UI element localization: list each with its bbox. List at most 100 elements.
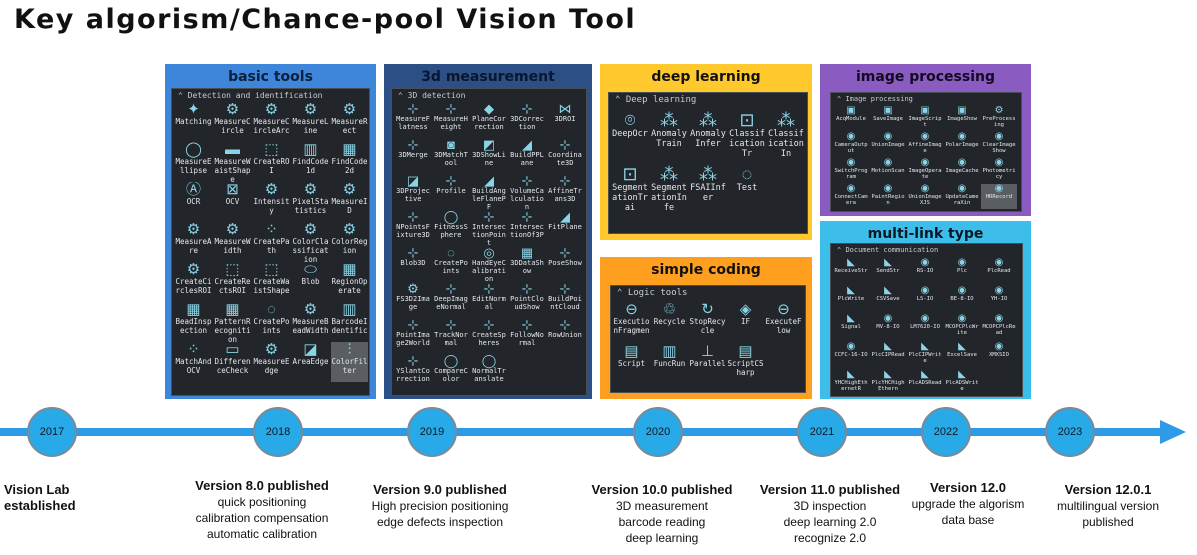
tool-item[interactable]: ⊥Parallel	[689, 344, 726, 384]
tool-item[interactable]: ⋈3DROI	[547, 102, 583, 138]
tool-item[interactable]: ⁘MatchAndOCV	[175, 342, 212, 382]
tool-item[interactable]: ◉Plc	[944, 258, 980, 285]
tool-item[interactable]: ◉CCFC-16-IO	[833, 342, 869, 369]
tool-item[interactable]: ◣CSVSave	[870, 286, 906, 313]
tool-item[interactable]: ⚙MeasureID	[331, 182, 368, 222]
tool-item[interactable]: ◉MotionScan	[870, 158, 906, 183]
tool-item[interactable]: ⊹Profile	[433, 174, 469, 210]
tool-item[interactable]: ▦PatternRecognition	[214, 302, 251, 342]
tool-item[interactable]: ◌Test	[728, 165, 766, 217]
tool-item[interactable]: ⊹VolumeCalculation	[509, 174, 545, 210]
tool-item[interactable]: ⌾DeepOcr	[611, 111, 649, 163]
tool-item[interactable]: ◎HandEyeCalibration	[471, 246, 507, 282]
tool-item[interactable]: ◉LM7620-IO	[907, 314, 943, 341]
tool-item[interactable]: ⚙MeasureRect	[331, 102, 368, 142]
tool-item[interactable]: ◣PlcCIPWrite	[907, 342, 943, 369]
tool-item[interactable]: ⊹DeepImageNormal	[433, 282, 469, 318]
tool-item[interactable]: ◉ImageCache	[944, 158, 980, 183]
tool-item[interactable]: ◉AffineImage	[907, 132, 943, 157]
tool-item[interactable]: ⊹3DMerge	[395, 138, 431, 174]
tool-item[interactable]: ▥BarcodeIdentific	[331, 302, 368, 342]
tool-item[interactable]: ⚙FS3D2Image	[395, 282, 431, 318]
tool-item[interactable]: ◣PlcWrite	[833, 286, 869, 313]
tool-item[interactable]: ▣ImageShow	[944, 106, 980, 131]
tool-item[interactable]: ⚙MeasureBeadWidth	[292, 302, 329, 342]
tool-item[interactable]: ⊹YSlantCorrection	[395, 354, 431, 390]
tool-item[interactable]: ⚙CreateCirclesROI	[175, 262, 212, 302]
tool-item[interactable]: ⊡SegmentationTrai	[611, 165, 649, 217]
tool-item[interactable]: ◉Photometricy	[981, 158, 1017, 183]
tool-item[interactable]: ⁂AnomalyInfer	[689, 111, 727, 163]
tool-item[interactable]: ⚙PixelStatistics	[292, 182, 329, 222]
tool-item[interactable]: ⊖ExecuteFlow	[765, 302, 802, 342]
tool-item[interactable]: ◣Signal	[833, 314, 869, 341]
tool-item[interactable]: ◣PlcADSRead	[907, 370, 943, 396]
tool-item[interactable]: ⊠OCV	[214, 182, 251, 222]
tool-item[interactable]: ◣ExcelSave	[944, 342, 980, 369]
tool-item[interactable]: ◉HRRecord	[981, 184, 1017, 209]
tool-item[interactable]: ◢BuildPPLane	[509, 138, 545, 174]
tool-item[interactable]: ⊹PointCloudShow	[509, 282, 545, 318]
tool-item[interactable]: ▥FuncRun	[651, 344, 688, 384]
tool-item[interactable]: ◣PlcCIPRead	[870, 342, 906, 369]
tool-item[interactable]: ⁂ClassificationIn	[767, 111, 805, 163]
tool-item[interactable]: ⊹3DCorrection	[509, 102, 545, 138]
tool-item[interactable]: ▥FindCode1d	[292, 142, 329, 182]
tool-item[interactable]: ⊹FollowNormal	[509, 318, 545, 354]
tool-item[interactable]: ◣YHCHighEthernetR	[833, 370, 869, 396]
tool-item[interactable]: ⊹RowUnion	[547, 318, 583, 354]
tool-item[interactable]: ▣AcqModule	[833, 106, 869, 131]
tool-item[interactable]: ⚙MeasureEdge	[253, 342, 290, 382]
tool-item[interactable]: ◯FitnessSphere	[433, 210, 469, 246]
tool-item[interactable]: ◉SwitchProgram	[833, 158, 869, 183]
tool-item[interactable]: ⊖ExecutionFragmen	[613, 302, 650, 342]
tool-item[interactable]: ◉LS-IO	[907, 286, 943, 313]
tool-item[interactable]: ▭DifferenceCheck	[214, 342, 251, 382]
tool-item[interactable]: ⊹EditNormal	[471, 282, 507, 318]
tool-item[interactable]: ◪3DProjective	[395, 174, 431, 210]
tool-item[interactable]: ◉MCOPCPlcRead	[981, 314, 1017, 341]
tool-item[interactable]: ◉UnionImage	[870, 132, 906, 157]
tool-item[interactable]: ⚙PreProcessing	[981, 106, 1017, 131]
tool-item[interactable]: ⊹MeasureHeight	[433, 102, 469, 138]
tool-item[interactable]: ◩3DShowLine	[471, 138, 507, 174]
tool-item[interactable]: ◉UpdateCameraXin	[944, 184, 980, 209]
tool-item[interactable]: ◉PlcRead	[981, 258, 1017, 285]
tool-item[interactable]: ⬭Blob	[292, 262, 329, 302]
tool-item[interactable]: ◣ReceiveStr	[833, 258, 869, 285]
tool-item[interactable]: ⊹PointImage2World	[395, 318, 431, 354]
tool-item[interactable]: ◉BE-8-IO	[944, 286, 980, 313]
tool-item[interactable]: ◈IF	[727, 302, 764, 342]
tool-item[interactable]: ◉UnionImageXJS	[907, 184, 943, 209]
tool-item[interactable]: ⁂FSAIInfer	[689, 165, 727, 217]
tool-item[interactable]: ▤Script	[613, 344, 650, 384]
tool-item[interactable]: ◉YH-IO	[981, 286, 1017, 313]
tool-item[interactable]: ◉PolarImage	[944, 132, 980, 157]
tool-item[interactable]: ◯CompareColor	[433, 354, 469, 390]
tool-item[interactable]: ⊹IntersectionOf3P	[509, 210, 545, 246]
tool-item[interactable]: ⊹CreateSpheres	[471, 318, 507, 354]
tool-item[interactable]: ◉ConnectCamera	[833, 184, 869, 209]
tool-item[interactable]: ⫶ColorFilter	[331, 342, 368, 382]
tool-item[interactable]: ✦Matching	[175, 102, 212, 142]
tool-item[interactable]: ◉MV-8-IO	[870, 314, 906, 341]
tool-item[interactable]: ▤ScriptCSharp	[727, 344, 764, 384]
tool-item[interactable]: ◉RS-IO	[907, 258, 943, 285]
tool-item[interactable]: ♲Recycle	[651, 302, 688, 342]
tool-item[interactable]: ⚙ColorClassification	[292, 222, 329, 262]
tool-item[interactable]: ◉MCOPCPlcWrite	[944, 314, 980, 341]
tool-item[interactable]: ◢FitPlane	[547, 210, 583, 246]
tool-item[interactable]: ◪AreaEdge	[292, 342, 329, 382]
tool-item[interactable]: ▦RegionOperate	[331, 262, 368, 302]
tool-item[interactable]: ⊹IntersectionPoint	[471, 210, 507, 246]
tool-item[interactable]: ⬚CreateROI	[253, 142, 290, 182]
tool-item[interactable]: ⊹Blob3D	[395, 246, 431, 282]
tool-item[interactable]: ⁘CreatePath	[253, 222, 290, 262]
tool-item[interactable]: ▬MeasureWaistShape	[214, 142, 251, 182]
tool-item[interactable]: ▦BeadInspection	[175, 302, 212, 342]
tool-item[interactable]: ⊹TrackNormal	[433, 318, 469, 354]
tool-item[interactable]: ▣ImageScript	[907, 106, 943, 131]
tool-item[interactable]: ⚙MeasureAre	[175, 222, 212, 262]
tool-item[interactable]: ⚙MeasureWidth	[214, 222, 251, 262]
